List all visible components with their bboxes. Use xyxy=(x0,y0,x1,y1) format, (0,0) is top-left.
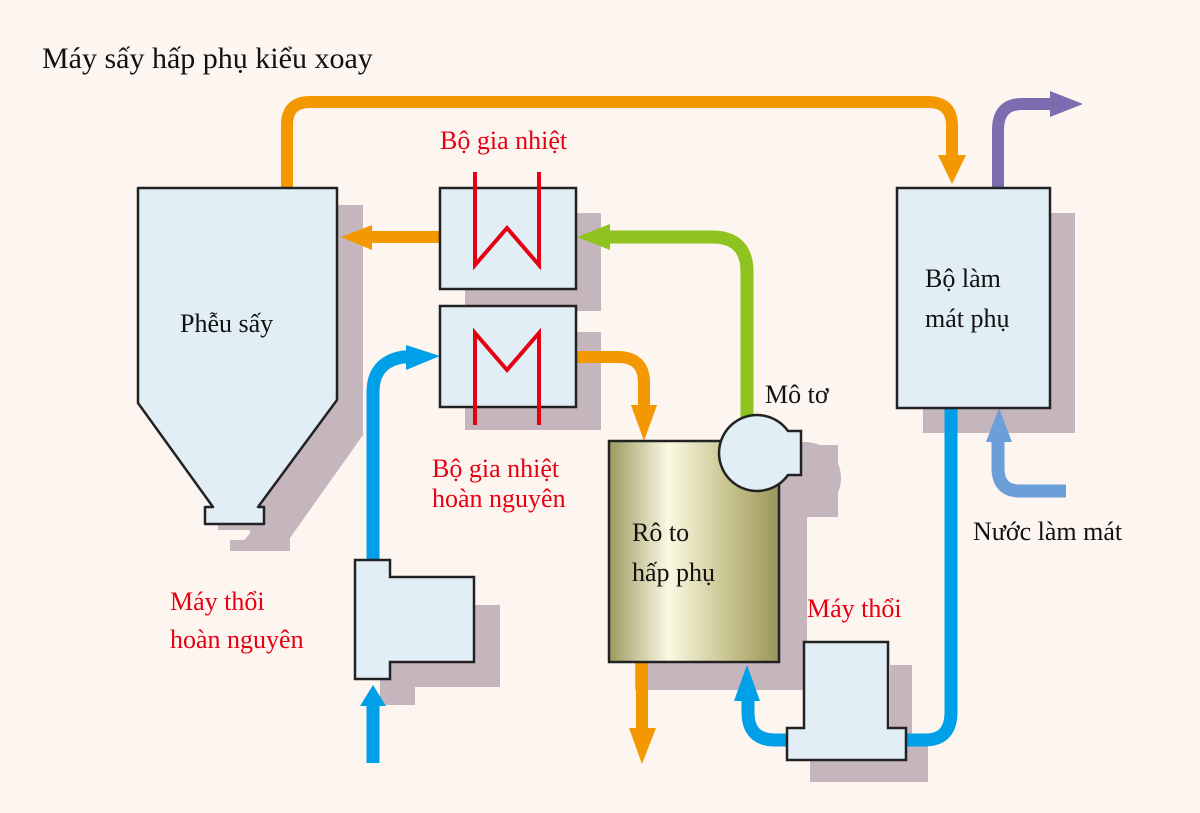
orange-hopper-to-cooler-pipe xyxy=(281,96,958,188)
rotor-label-line1: Rô to xyxy=(632,518,690,547)
regen-blower-label-line1: Máy thổi xyxy=(170,587,265,616)
aftercooler-label-line1: Bộ làm xyxy=(925,264,1001,293)
motor-label: Mô tơ xyxy=(765,380,829,409)
blower xyxy=(785,640,908,762)
regen-blower-label-line2: hoàn nguyên xyxy=(170,625,304,654)
drying-hopper xyxy=(136,186,339,526)
purple-exhaust-pipe xyxy=(992,98,1052,188)
page-title: Máy sấy hấp phụ kiểu xoay xyxy=(42,42,373,75)
aftercooler-label-line2: mát phụ xyxy=(925,304,1010,333)
motor-icon xyxy=(717,413,803,493)
arrow-down-icon xyxy=(938,155,966,184)
hopper-label: Phễu sấy xyxy=(180,309,274,338)
arrow-left-icon xyxy=(341,225,372,250)
aftercooler-box xyxy=(895,186,1052,410)
orange-regen-to-rotor-pipe xyxy=(577,351,650,405)
arrow-up-icon xyxy=(986,408,1012,442)
heater-label: Bộ gia nhiệt xyxy=(440,126,568,155)
heater-box xyxy=(438,186,578,291)
regen-heater-element-icon xyxy=(473,327,541,425)
arrow-down-icon xyxy=(631,405,657,441)
blue-arrowheads xyxy=(360,345,760,706)
cooling-water-label: Nước làm mát xyxy=(973,517,1123,546)
regen-blower xyxy=(353,558,476,681)
regen-heater-label-line1: Bộ gia nhiệt xyxy=(432,454,560,483)
green-motor-to-heater-pipe xyxy=(608,230,754,420)
heater-element-icon xyxy=(473,172,541,271)
arrow-right-icon xyxy=(406,345,440,370)
orange-flows xyxy=(281,96,958,728)
blue-regen-blower-to-regen-heater-pipe xyxy=(366,350,408,560)
arrow-down-icon xyxy=(629,728,656,764)
blower-label: Máy thổi xyxy=(807,594,902,623)
cooling-water-pipe xyxy=(991,440,1066,498)
arrow-up-icon xyxy=(734,665,760,701)
blue-flows xyxy=(366,350,958,763)
blue-blower-to-rotor-pipe xyxy=(741,700,790,747)
arrow-right-icon xyxy=(1050,91,1083,117)
regen-heater-box xyxy=(438,304,578,409)
arrow-up-icon xyxy=(360,685,386,706)
regen-heater-label-line2: hoàn nguyên xyxy=(432,484,566,513)
blue-cooler-to-blower-pipe xyxy=(905,408,958,747)
orange-arrowheads xyxy=(341,155,966,764)
arrow-left-icon xyxy=(577,224,610,250)
rotor-label-line2: hấp phụ xyxy=(632,558,716,587)
